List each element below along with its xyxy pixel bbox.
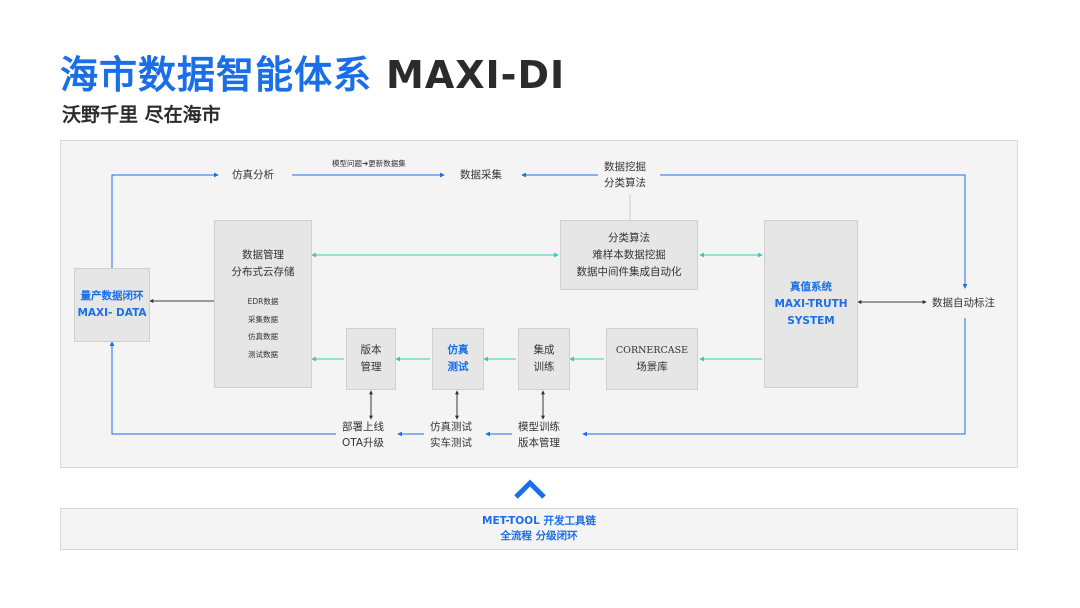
- data-item-collect: 采集数据: [247, 314, 278, 324]
- data-item-test: 测试数据: [247, 349, 278, 359]
- sim-test-line1: 仿真: [447, 344, 469, 356]
- train-line2: 版本管理: [518, 437, 560, 449]
- train-label: 模型训练 版本管理: [518, 419, 560, 451]
- data-item-edr: EDR数据: [247, 297, 279, 306]
- version-management-box: 版本 管理: [346, 328, 396, 390]
- data-items-list: EDR数据 采集数据 仿真数据 测试数据: [248, 293, 279, 363]
- closed-loop-title: 量产数据闭环: [80, 290, 144, 302]
- algo-line1: 分类算法: [608, 231, 650, 244]
- top-flow-lines: [111, 172, 968, 289]
- test-label: 仿真测试 实车测试: [430, 419, 472, 451]
- model-issue-label: 模型问题➔更新数据集: [332, 159, 406, 168]
- truth-system-box: 真值系统 MAXI-TRUTH SYSTEM: [764, 220, 858, 388]
- algo-line3: 数据中间件集成自动化: [576, 265, 682, 278]
- toolchain-bar: MET-TOOL 开发工具链 全流程 分级闭环: [60, 508, 1018, 550]
- page-subtitle: 沃野千里 尽在海市: [62, 104, 221, 126]
- deploy-label: 部署上线 OTA升级: [342, 419, 384, 451]
- test-line2: 实车测试: [430, 437, 472, 449]
- integration-line1: 集成: [533, 344, 555, 356]
- auto-label-label: 数据自动标注: [932, 297, 995, 309]
- data-item-sim: 仿真数据: [247, 332, 278, 341]
- teal-connectors: [311, 252, 763, 362]
- integration-training-box: 集成 训练: [518, 328, 570, 390]
- chevron-up-icon: [514, 479, 546, 499]
- truth-title: 真值系统: [790, 280, 832, 293]
- mining-line1: 数据挖掘: [604, 161, 646, 173]
- version-line2: 管理: [360, 361, 382, 373]
- closed-loop-box: 量产数据闭环 MAXI- DATA: [74, 268, 150, 342]
- title-en: MAXI-DI: [386, 53, 566, 97]
- diagram-panel: [60, 140, 1018, 468]
- truth-name: MAXI-TRUTH: [774, 297, 848, 310]
- bottom-flow-lines: [109, 318, 966, 437]
- cornercase-subtitle: 场景库: [636, 361, 668, 373]
- cornercase-box: CORNERCASE 场景库: [606, 328, 698, 390]
- mining-line2: 分类算法: [604, 177, 646, 189]
- mining-label: 数据挖掘 分类算法: [604, 159, 646, 191]
- deploy-line2: OTA升级: [342, 437, 385, 449]
- sim-test-box: 仿真 测试: [432, 328, 484, 390]
- data-collect-label: 数据采集: [460, 169, 502, 181]
- sim-analysis-label: 仿真分析: [232, 169, 274, 181]
- data-mgmt-title: 数据管理: [242, 249, 284, 261]
- closed-loop-subtitle: MAXI- DATA: [77, 307, 147, 319]
- toolchain-line2: 全流程 分级闭环: [500, 530, 578, 542]
- integration-line2: 训练: [533, 361, 555, 373]
- algorithm-box: 分类算法 难样本数据挖掘 数据中间件集成自动化: [560, 220, 698, 290]
- sim-test-line2: 测试: [447, 361, 469, 373]
- data-management-box: 数据管理 分布式云存储 EDR数据 采集数据 仿真数据 测试数据: [214, 220, 312, 388]
- page-title: 海市数据智能体系 MAXI-DI: [60, 44, 565, 99]
- version-line1: 版本: [360, 344, 382, 356]
- deploy-line1: 部署上线: [342, 421, 385, 433]
- toolchain-line1: MET-TOOL 开发工具链: [482, 515, 596, 527]
- title-cn: 海市数据智能体系: [60, 53, 373, 97]
- cornercase-title: CORNERCASE: [615, 345, 689, 356]
- truth-suffix: SYSTEM: [787, 314, 835, 327]
- data-mgmt-subtitle: 分布式云存储: [231, 266, 295, 278]
- test-line1: 仿真测试: [430, 421, 472, 433]
- algo-line2: 难样本数据挖掘: [592, 248, 666, 261]
- train-line1: 模型训练: [518, 421, 560, 433]
